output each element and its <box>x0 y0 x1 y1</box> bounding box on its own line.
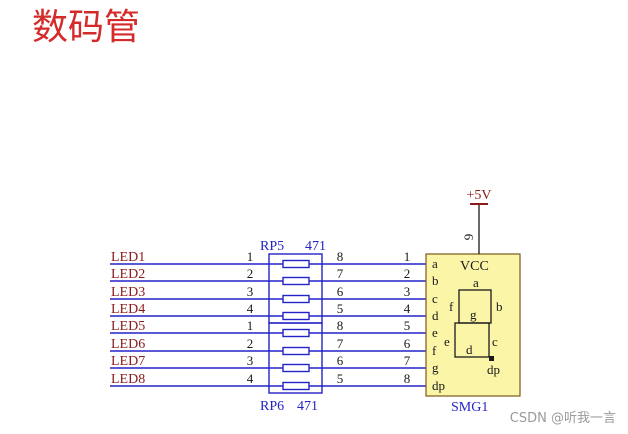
display-pin-number-6: 6 <box>404 336 411 351</box>
resistor_top-pin-right-2: 7 <box>337 266 344 281</box>
decimal-point-mark <box>489 356 494 361</box>
display-pin-name-b: b <box>432 273 439 288</box>
resistor_bottom-resistor-2 <box>282 346 310 356</box>
resistor_top-pin-left-4: 4 <box>247 301 254 316</box>
resistor_bottom-resistor-1 <box>282 328 310 338</box>
resistor_top-resistor-2 <box>282 276 310 286</box>
display-pin-name-d: d <box>432 308 439 323</box>
resistor_bottom-pin-left-3: 3 <box>247 353 254 368</box>
display-pin-name-f: f <box>432 343 437 358</box>
resistor_bottom-pin-right-3: 6 <box>337 353 344 368</box>
net-label-led3: LED3 <box>111 285 145 300</box>
segment-labels: a b c d e f g dp <box>444 275 503 377</box>
resistor_top-pin-right-1: 8 <box>337 249 344 264</box>
resistor_top-resistor-1 <box>282 259 310 269</box>
segment-label-b: b <box>496 299 503 314</box>
display-ref: SMG1 <box>451 400 488 415</box>
display-pin-name-g: g <box>432 360 439 375</box>
segment-label-e: e <box>444 334 450 349</box>
resistor_bottom-resistor-3 <box>282 363 310 373</box>
net-label-led5: LED5 <box>111 319 145 334</box>
resistor-top-ref: RP5 <box>260 239 284 254</box>
resistor_bottom-resistor-4 <box>282 381 310 391</box>
display-pin-number-4: 4 <box>404 301 411 316</box>
power-connection <box>470 203 488 254</box>
resistor_top-pin-left-3: 3 <box>247 284 254 299</box>
page-title: 数码管 <box>32 7 141 48</box>
display-pin-number-1: 1 <box>404 249 411 264</box>
resistor-bottom-ref: RP6 <box>260 399 284 414</box>
resistor-top-value: 471 <box>305 239 326 254</box>
display-pin-number-3: 3 <box>404 284 411 299</box>
display-pin-number-2: 2 <box>404 266 411 281</box>
display-pin-number-8: 8 <box>404 371 411 386</box>
net-label-led2: LED2 <box>111 267 145 282</box>
net-label-led8: LED8 <box>111 372 145 387</box>
display-pin-name-e: e <box>432 325 438 340</box>
segment-outline <box>454 289 492 358</box>
resistor_bottom-pin-right-1: 8 <box>337 318 344 333</box>
resistor_top-pin-left-1: 1 <box>247 249 254 264</box>
resistor_bottom-pin-left-4: 4 <box>247 371 254 386</box>
resistor_bottom-pin-right-4: 5 <box>337 371 344 386</box>
net-label-led1: LED1 <box>111 250 145 265</box>
resistor_top-pin-right-4: 5 <box>337 301 344 316</box>
resistor_bottom-pin-left-2: 2 <box>247 336 254 351</box>
net-label-led6: LED6 <box>111 337 145 352</box>
resistor_top-resistor-3 <box>282 294 310 304</box>
resistor_top-pin-left-2: 2 <box>247 266 254 281</box>
net-label-led4: LED4 <box>111 302 145 317</box>
vcc-pin-number: 9 <box>461 234 476 241</box>
net-label-led7: LED7 <box>111 354 145 369</box>
resistor_top-pin-right-3: 6 <box>337 284 344 299</box>
segment-lower-box <box>454 322 490 358</box>
wire-layer <box>110 263 426 387</box>
display-body <box>425 253 521 397</box>
watermark: CSDN @听我一言 <box>509 411 616 426</box>
resistor_bottom-pin-right-2: 7 <box>337 336 344 351</box>
segment-label-d: d <box>466 342 473 357</box>
display-pin-number-7: 7 <box>404 353 411 368</box>
segment-label-c: c <box>492 334 498 349</box>
segment-label-g: g <box>470 307 477 322</box>
segment-label-dp: dp <box>487 362 500 377</box>
segment-label-a: a <box>473 275 479 290</box>
resistor-layer <box>268 253 323 394</box>
segment-label-f: f <box>449 299 454 314</box>
resistor_bottom-package <box>268 322 323 394</box>
display-pin-name-c: c <box>432 291 438 306</box>
display-pin-name-dp: dp <box>432 378 445 393</box>
resistor_bottom-pin-left-1: 1 <box>247 318 254 333</box>
display-pin-number-5: 5 <box>404 318 411 333</box>
resistor-bottom-value: 471 <box>297 399 318 414</box>
display-pin-name-a: a <box>432 256 438 271</box>
resistor_top-resistor-4 <box>282 311 310 321</box>
vcc-label: VCC <box>460 259 489 274</box>
power-label: +5V <box>466 188 491 203</box>
